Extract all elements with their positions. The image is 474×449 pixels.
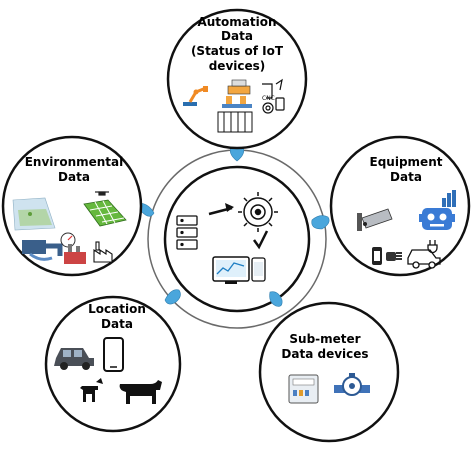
- automation-node: [166, 8, 308, 150]
- car-icon: [54, 348, 94, 370]
- equipment-label-line-1: Equipment: [370, 155, 443, 169]
- robot-face-icon: [419, 208, 455, 230]
- connector-equipment: [311, 215, 330, 230]
- cnc-machine-icon: CNC: [262, 78, 283, 102]
- environmental-label-line-2: Data: [58, 170, 90, 184]
- robotic-gear-arm-icon: [262, 97, 285, 114]
- gear-processing-icon: [238, 192, 278, 232]
- gauge-icon: [60, 232, 76, 248]
- factory-icon: [93, 241, 113, 263]
- location-label-line-2: Data: [101, 317, 133, 331]
- connector-submeter: [269, 291, 283, 307]
- equipment-label-line-2: Data: [390, 170, 422, 184]
- drone-icon: [95, 191, 109, 196]
- location-label: Location Data: [88, 302, 146, 331]
- cow-icon: [119, 380, 162, 404]
- submeter-label-line-2: Data devices: [281, 347, 368, 361]
- automation-label: Automation Data (Status of IoT devices): [191, 15, 284, 73]
- field-map-icon: [12, 197, 56, 231]
- server-icon: [176, 215, 198, 250]
- automation-label-line-1: Automation: [197, 15, 276, 29]
- environmental-label: Environmental Data: [25, 155, 124, 184]
- automation-label-line-3: (Status of IoT: [191, 44, 284, 58]
- factory-emission-icon: [64, 244, 86, 264]
- automation-label-line-2: Data: [221, 29, 253, 43]
- bar-chart-icon: [442, 190, 456, 207]
- electric-car-icon: [407, 240, 441, 269]
- security-camera-icon: [357, 208, 393, 231]
- robotic-hand-icon: [386, 252, 402, 261]
- monitor-dashboard-icon: [212, 256, 250, 284]
- water-meter-icon: [334, 373, 370, 396]
- submeter-node: [258, 301, 400, 443]
- pipe-wastewater-icon: [22, 240, 63, 261]
- equipment-label: Equipment Data: [370, 155, 443, 184]
- location-label-line-1: Location: [88, 302, 146, 316]
- robot-arm-icon: [183, 86, 208, 106]
- phone-dashboard-icon: [251, 257, 266, 282]
- conveyor-robot-icon: [222, 79, 252, 108]
- submeter-label: Sub-meter Data devices: [281, 332, 368, 361]
- smartwatch-icon: [372, 247, 382, 265]
- automation-label-line-4: devices): [209, 59, 266, 73]
- submeter-label-line-1: Sub-meter: [289, 332, 360, 346]
- connector-location: [164, 289, 181, 305]
- environmental-label-line-1: Environmental: [25, 155, 124, 169]
- check-arrow-icon: [252, 230, 269, 250]
- crop-field-grid-icon: [83, 199, 127, 227]
- hub-circle: [163, 165, 311, 313]
- factory-machine-icon: [217, 111, 253, 133]
- dog-icon: [80, 378, 103, 402]
- smartphone-icon: [103, 337, 124, 372]
- arrow-right-icon: [208, 203, 234, 216]
- svg-text:CNC: CNC: [262, 95, 275, 102]
- electric-meter-icon: [288, 374, 319, 404]
